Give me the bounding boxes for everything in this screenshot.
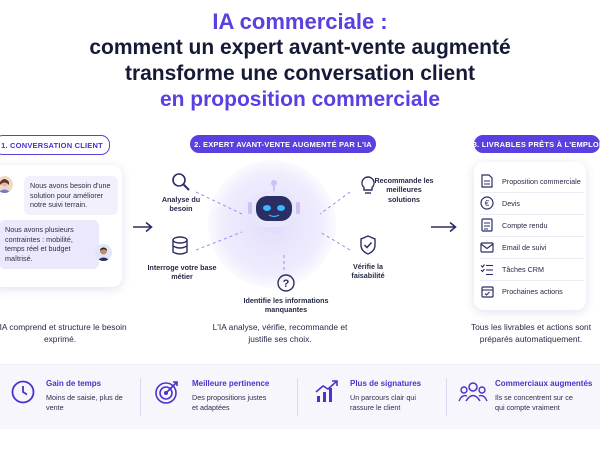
arrow-right-icon xyxy=(133,221,153,233)
livrable-label: Tâches CRM xyxy=(502,264,544,274)
benefit-title: Commerciaux augmentés xyxy=(495,379,593,388)
livrable-label: Prochaines actions xyxy=(502,286,563,296)
benefit-title: Meilleure pertinence xyxy=(192,379,270,388)
euro-icon: € xyxy=(480,196,494,210)
growth-chart-icon xyxy=(315,380,338,402)
svg-text:?: ? xyxy=(283,278,290,290)
database-icon xyxy=(172,236,188,255)
section-label-expert: 2. EXPERT AVANT-VENTE AUGMENTÉ PAR L'IA xyxy=(190,135,376,153)
team-icon xyxy=(458,382,488,402)
title-line-1: IA commerciale : xyxy=(212,9,388,34)
section-label-livrables: 3. LIVRABLES PRÊTS À L'EMPLOI xyxy=(473,135,600,153)
livrable-label: Proposition commerciale xyxy=(502,176,581,186)
shield-check-icon xyxy=(360,235,376,255)
target-icon xyxy=(155,381,178,404)
livrable-label: Devis xyxy=(502,198,520,208)
envelope-icon xyxy=(480,240,494,254)
lightbulb-icon xyxy=(361,176,375,194)
arrow-right-icon xyxy=(431,221,457,233)
ai-robot-icon xyxy=(248,180,300,234)
divider xyxy=(446,378,447,416)
livrable-prochaines-actions[interactable]: Prochaines actions xyxy=(480,280,584,302)
step-identifie-label: Identifie les informations manquantes xyxy=(243,296,329,315)
benefit-text: Un parcours clair qui rassure le client xyxy=(350,393,416,413)
livrable-proposition[interactable]: Proposition commerciale xyxy=(480,170,584,193)
benefit-title: Plus de signatures xyxy=(350,379,422,388)
benefit-text: Moins de saisie, plus de vente xyxy=(46,393,123,413)
client-avatar xyxy=(0,176,13,193)
livrable-label: Compte rendu xyxy=(502,220,548,230)
calendar-icon xyxy=(480,284,494,298)
livrables-caption: Tous les livrables et actions sont prépa… xyxy=(470,322,592,344)
step-analyse-label: Analyse du besoin xyxy=(161,195,201,214)
salesperson-avatar xyxy=(95,244,112,261)
livrable-taches-crm[interactable]: Tâches CRM xyxy=(480,258,584,281)
client-message-bubble: Nous avons besoin d'une solution pour am… xyxy=(24,176,118,216)
title-line-2: comment un expert avant-vente augmenté xyxy=(89,36,511,59)
benefit-text: Des propositions justes et adaptées xyxy=(192,393,267,413)
title-line-3: transforme une conversation client xyxy=(124,62,476,85)
benefit-title: Gain de temps xyxy=(46,379,102,388)
step-recommande-label: Recommande les meilleures solutions xyxy=(374,176,434,204)
divider xyxy=(140,378,141,416)
document-icon xyxy=(480,174,494,188)
benefits-strip xyxy=(0,364,600,429)
clock-icon xyxy=(11,380,35,404)
step-verifie-label: Vérifie la faisabilité xyxy=(351,262,385,281)
livrable-devis[interactable]: € Devis xyxy=(480,192,584,215)
livrable-email[interactable]: Email de suivi xyxy=(480,236,584,259)
section-label-conversation: 1. CONVERSATION CLIENT xyxy=(0,135,110,155)
expert-caption: L'IA analyse, vérifie, recommande et jus… xyxy=(212,322,348,344)
conversation-caption: L'IA comprend et structure le besoin exp… xyxy=(0,322,127,344)
livrable-label: Email de suivi xyxy=(502,242,547,252)
checklist-icon xyxy=(480,262,494,276)
svg-text:€: € xyxy=(485,199,490,208)
magnifier-icon xyxy=(172,173,190,191)
title-line-4: en proposition commerciale xyxy=(159,88,441,111)
question-icon: ? xyxy=(277,274,295,292)
connector-lines xyxy=(195,191,351,270)
benefit-text: Ils se concentrent sur ce qui compte vra… xyxy=(495,393,573,413)
step-interroge-label: Interroge votre base métier xyxy=(147,263,217,282)
livrable-compte-rendu[interactable]: Compte rendu xyxy=(480,214,584,237)
notes-icon xyxy=(480,218,494,232)
client-message-bubble-2: Nous avons plusieurs contraintes : mobil… xyxy=(0,220,99,269)
divider xyxy=(297,378,298,416)
